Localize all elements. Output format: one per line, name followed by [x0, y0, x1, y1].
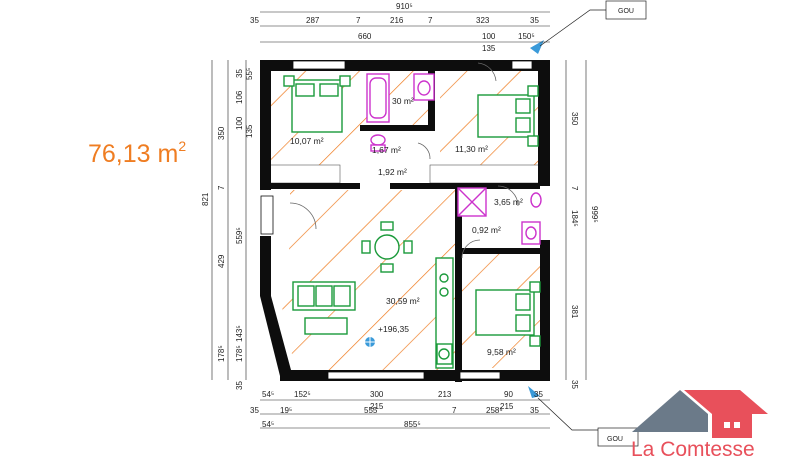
dim-left-inner-a: 35 [235, 69, 244, 78]
dim-bottom2-e: 258⁵ [486, 406, 503, 415]
dim-left-inner-f: 143⁵ [235, 325, 244, 342]
dim-top3-c: 150⁵ [518, 32, 535, 41]
room-area-living: 30,59 m² [386, 296, 420, 306]
dim-left-mid-d: 178⁵ [217, 345, 226, 362]
dim-right-b: 7 [570, 186, 579, 191]
dim-bottom2-b: 19⁵ [280, 406, 292, 415]
dim-top2-g: 35 [530, 16, 539, 25]
dim-bottom1-f: 35 [534, 390, 543, 399]
dim-bottom1-b: 152⁵ [294, 390, 311, 399]
dim-right-total: 999⁵ [590, 206, 599, 223]
dim-left-inner-b: 106 [235, 90, 244, 104]
room-area-bathroom: 30 m² [392, 96, 414, 106]
dim-left-inner-d: 135 [245, 124, 254, 138]
sofa [292, 281, 356, 335]
dim-left-mid-c: 429 [217, 254, 226, 268]
dim-bottom3-a: 54⁵ [262, 420, 274, 429]
dim-bottom1-a: 54⁵ [262, 390, 274, 399]
dim-top3-b: 100 [482, 32, 496, 41]
gou-label-bottom: GOU [607, 436, 623, 443]
dim-top3b: 135 [482, 44, 496, 53]
room-area-hall: 1,92 m² [378, 167, 407, 177]
bed-3 [475, 281, 541, 347]
room-area-wash: 0,92 m² [472, 225, 501, 235]
dim-left-inner-g: 178⁵ [235, 345, 244, 362]
total-surface-unit: m [157, 140, 179, 168]
dim-bottom2-a: 35 [250, 406, 259, 415]
gou-label-top: GOU [618, 8, 634, 15]
dim-left-inner-h: 35 [235, 381, 244, 390]
bed-1 [283, 75, 351, 133]
dim-right-a: 350 [570, 112, 579, 126]
dim-left-mid-b: 7 [217, 185, 226, 190]
room-area-shower: 3,65 m² [494, 197, 523, 207]
dim-bottom1b-b: 215 [500, 402, 514, 411]
dim-top2-d: 216 [390, 16, 404, 25]
room-area-bedroom2: 11,30 m² [455, 144, 488, 154]
room-area-wc: 1,67 m² [372, 145, 401, 155]
dim-left-inner-c: 100 [235, 116, 244, 130]
dim-top-total: 910⁵ [396, 2, 413, 11]
dim-bottom1-d: 213 [438, 390, 452, 399]
dim-top2-a: 35 [250, 16, 259, 25]
total-surface-power: 2 [178, 138, 187, 154]
dim-right-e: 35 [570, 380, 579, 389]
dim-bottom3-b: 855⁵ [404, 420, 421, 429]
dim-bottom2-d: 7 [452, 406, 457, 415]
gou-leaders [537, 0, 647, 447]
dimension-lines [211, 11, 587, 429]
dim-right-d: 381 [570, 305, 579, 319]
dim-right-c: 184⁵ [570, 210, 579, 227]
dim-top2-c: 7 [356, 16, 361, 25]
room-area-bedroom3: 9,58 m² [487, 347, 516, 357]
dim-top2-f: 323 [476, 16, 490, 25]
dim-bottom1b-a: 215 [370, 402, 384, 411]
dim-left-small: 55⁵ [245, 68, 254, 80]
dim-bottom2-c: 555 [364, 406, 378, 415]
windows [260, 60, 533, 380]
dim-left-inner-e: 559⁵ [235, 227, 244, 244]
entrance-arrows [528, 40, 544, 398]
dim-top3-a: 660 [358, 32, 372, 41]
dim-bottom2-f: 35 [530, 406, 539, 415]
room-area-bedroom1: 10,07 m² [290, 136, 324, 146]
dim-left-outer: 821 [201, 192, 210, 206]
dim-bottom1-e: 90 [504, 390, 513, 399]
house-logo-icon [632, 390, 768, 438]
dim-top2-e: 7 [428, 16, 433, 25]
level-value: +196,35 [378, 324, 409, 334]
kitchen-counter [435, 257, 454, 369]
bed-2 [477, 85, 539, 147]
dim-bottom1-c: 300 [370, 390, 384, 399]
sanitary-fixtures [366, 73, 542, 245]
dining-table [361, 221, 413, 273]
dim-left-mid-a: 350 [217, 126, 226, 140]
dim-top2-b: 287 [306, 16, 320, 25]
doors [289, 62, 519, 259]
level-marker-icon [362, 334, 378, 350]
total-surface: 76,13 m2 [88, 138, 187, 169]
brand-name: La Comtesse [631, 438, 755, 460]
total-surface-value: 76,13 [88, 140, 151, 168]
